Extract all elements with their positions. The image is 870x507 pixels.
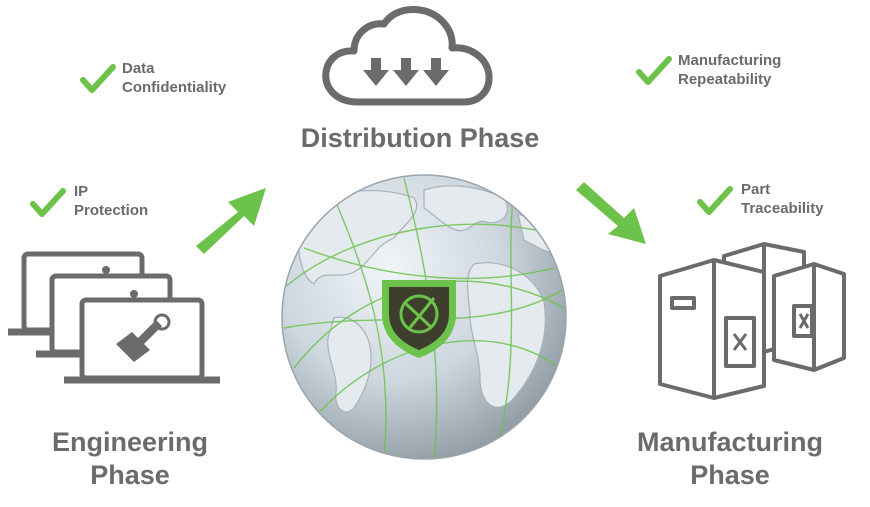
benefit-label: Part Traceability: [741, 181, 824, 217]
cloud-download-icon: [318, 6, 500, 108]
checkmark-icon: [80, 64, 116, 94]
3d-printers-icon: [654, 240, 850, 400]
benefit-label: IP Protection: [74, 183, 149, 219]
checkmark-icon: [30, 188, 66, 218]
benefit-label: Data Confidentiality: [122, 60, 227, 96]
checkmark-icon: [697, 186, 733, 216]
shield-icon: [382, 280, 456, 358]
engineering-phase-title: Engineering Phase: [51, 427, 208, 490]
checkmark-icon: [636, 56, 672, 86]
arrow-down-right-icon: [574, 174, 656, 248]
laptops-icon: [6, 250, 226, 390]
distribution-phase-title: Distribution Phase: [300, 123, 540, 153]
benefit-label: Manufacturing Repeatability: [678, 52, 782, 88]
globe-shield-icon: [274, 168, 574, 466]
arrow-up-right-icon: [188, 182, 270, 256]
manufacturing-phase-title: Manufacturing Phase: [637, 427, 823, 490]
